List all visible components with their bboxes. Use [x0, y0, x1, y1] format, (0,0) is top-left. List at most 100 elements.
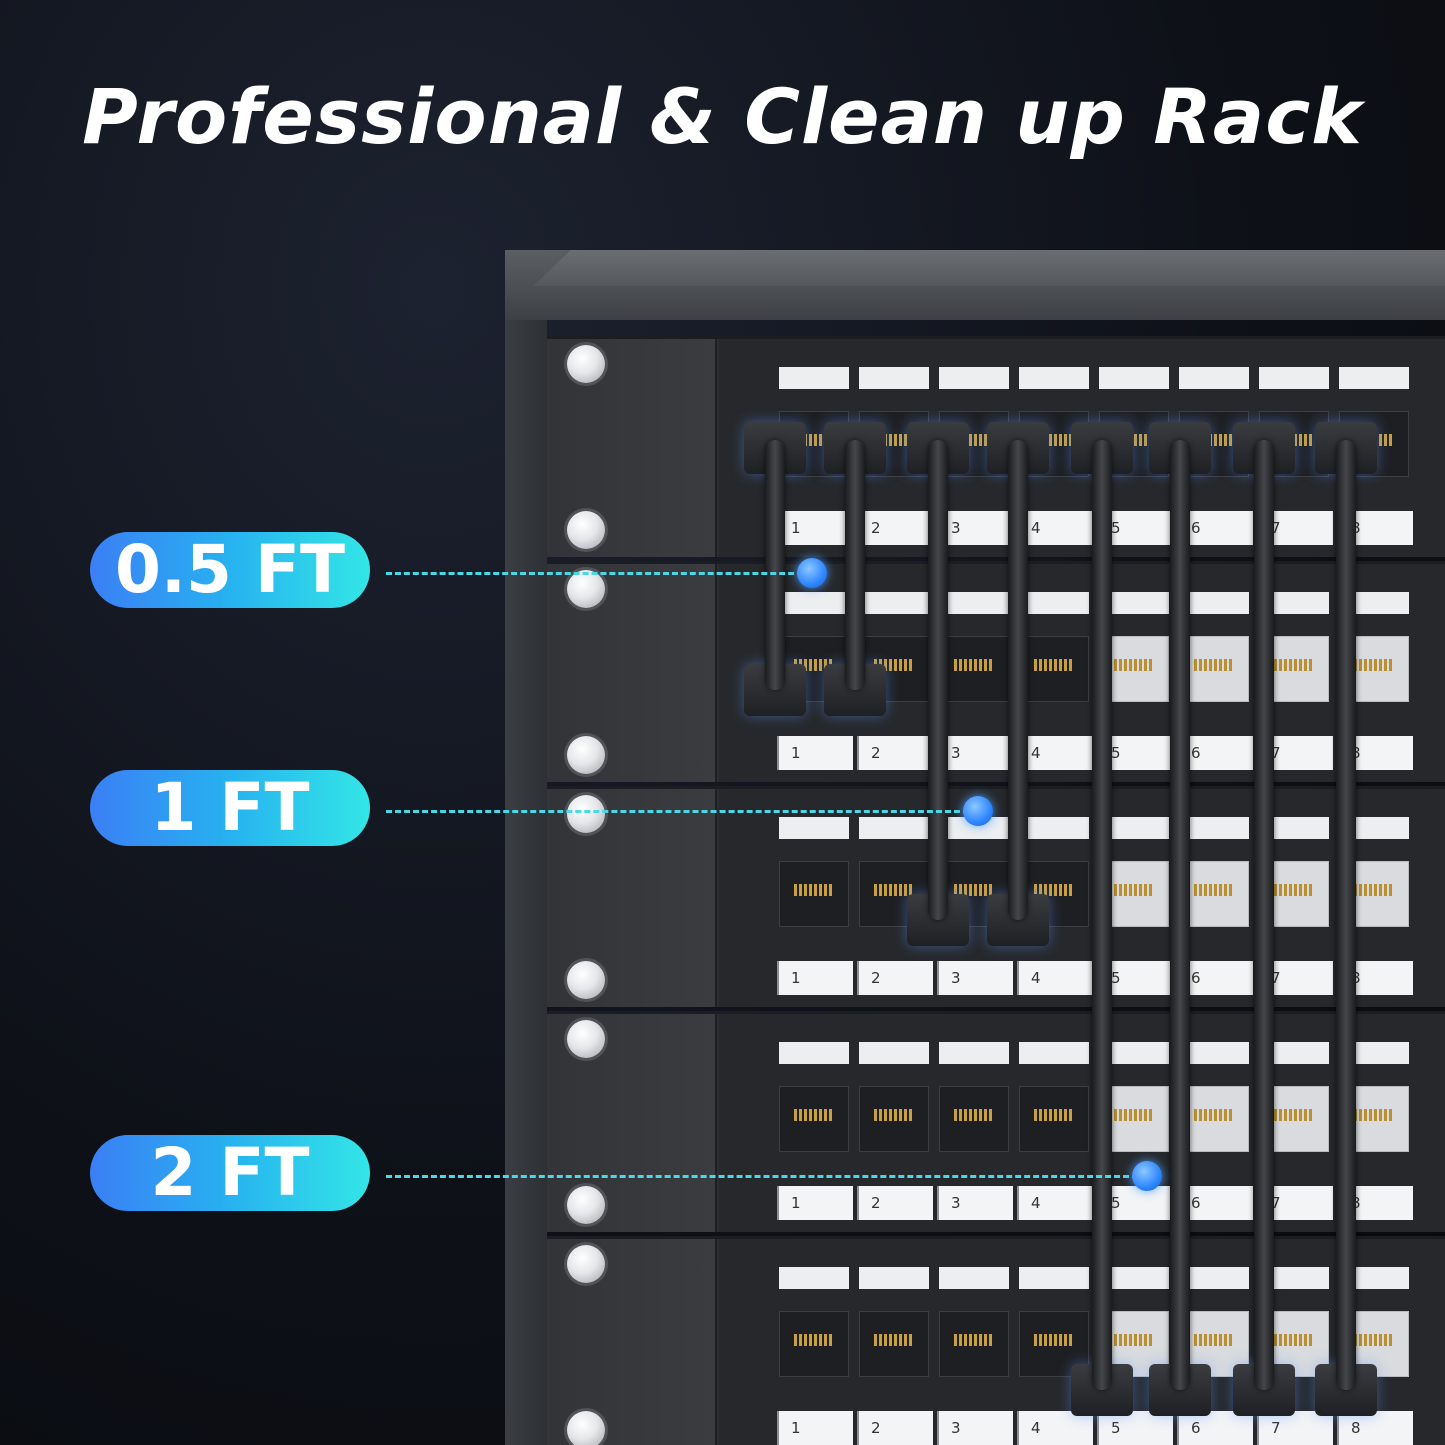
port-number: 1 [791, 744, 801, 762]
port-number: 3 [951, 1419, 961, 1437]
leader-line [386, 810, 978, 813]
patch-panel: 123456789 [547, 561, 1445, 782]
jack-pins [1194, 1334, 1234, 1346]
port-label-strip [1179, 817, 1249, 839]
port-label-strip [779, 1042, 849, 1064]
port-number-strip: 8 [1337, 1411, 1413, 1445]
port-label-strip [1099, 367, 1169, 389]
port-label-strip [1259, 367, 1329, 389]
jack-pins [1274, 884, 1314, 896]
port-label-strip [779, 817, 849, 839]
port-label-strip [1019, 817, 1089, 839]
patch-cable [1170, 440, 1190, 1390]
port-number-strip: 3 [937, 736, 1013, 770]
rj45-jack[interactable] [779, 1086, 849, 1152]
port-number: 6 [1191, 969, 1201, 987]
port-number: 7 [1271, 1419, 1281, 1437]
rj45-jack[interactable] [1179, 1086, 1249, 1152]
port-number: 6 [1191, 1194, 1201, 1212]
port-label-strip [939, 817, 1009, 839]
jack-pins [1354, 1109, 1394, 1121]
port-number: 6 [1191, 744, 1201, 762]
port-label-strip [1259, 592, 1329, 614]
rack-screw-icon [567, 1020, 605, 1058]
rack-screw-icon [567, 961, 605, 999]
port-label-strip [1339, 367, 1409, 389]
port-number-strip: 4 [1017, 511, 1093, 545]
jack-pins [954, 884, 994, 896]
port-label-strip [1259, 817, 1329, 839]
port-number: 7 [1271, 969, 1281, 987]
port-number: 2 [871, 1194, 881, 1212]
port-number: 4 [1031, 519, 1041, 537]
port-label-strip [1179, 1267, 1249, 1289]
jack-pins [1034, 659, 1074, 671]
rj45-jack[interactable] [1019, 1086, 1089, 1152]
port-number-strip: 4 [1017, 1411, 1093, 1445]
port-label-strip [1019, 367, 1089, 389]
port-number-strip: 2 [857, 1186, 933, 1220]
jack-pins [874, 1109, 914, 1121]
port-number: 5 [1111, 969, 1121, 987]
port-label-strip [779, 367, 849, 389]
port-label-strip [779, 1267, 849, 1289]
port-number: 4 [1031, 744, 1041, 762]
port-number-strip: 7 [1257, 1411, 1333, 1445]
port-label-strip [1099, 1042, 1169, 1064]
jack-pins [1034, 1109, 1074, 1121]
rj45-jack[interactable] [939, 1086, 1009, 1152]
panel-ear [547, 1014, 717, 1232]
rj45-jack[interactable] [859, 1311, 929, 1377]
port-number-strip: 3 [937, 511, 1013, 545]
rj45-jack[interactable] [779, 861, 849, 927]
patch-cable [1336, 440, 1356, 1390]
patch-cable [765, 440, 785, 690]
port-label-strip [1179, 367, 1249, 389]
panel-ear [547, 1239, 717, 1445]
port-number: 7 [1271, 744, 1281, 762]
port-label-strip [939, 1267, 1009, 1289]
port-number-strip: 1 [777, 736, 853, 770]
port-number: 1 [791, 1419, 801, 1437]
port-number-strip: 4 [1017, 736, 1093, 770]
jack-pins [794, 1109, 834, 1121]
panel-ear [547, 339, 717, 557]
rj45-jack[interactable] [1019, 636, 1089, 702]
jack-pins [1114, 1334, 1154, 1346]
port-number-strip: 3 [937, 961, 1013, 995]
rj45-jack[interactable] [1179, 636, 1249, 702]
rj45-jack[interactable] [859, 1086, 929, 1152]
rj45-jack[interactable] [1179, 861, 1249, 927]
port-label-strip [939, 367, 1009, 389]
port-label-strip [1019, 1267, 1089, 1289]
port-label-strip [1099, 817, 1169, 839]
port-area: 123456789 [719, 564, 1445, 782]
patch-panel-rack: 1234567891234567891234567891234567891234… [505, 250, 1445, 1445]
jack-pins [1114, 884, 1154, 896]
jack-pins [1274, 1334, 1314, 1346]
port-number: 1 [791, 969, 801, 987]
port-number: 4 [1031, 1194, 1041, 1212]
jack-pins [1274, 1109, 1314, 1121]
patch-panel: 123456789 [547, 1011, 1445, 1232]
rack-screw-icon [567, 1411, 605, 1445]
rack-screw-icon [567, 795, 605, 833]
port-number: 2 [871, 969, 881, 987]
jack-pins [874, 1334, 914, 1346]
port-number: 2 [871, 744, 881, 762]
jack-pins [954, 659, 994, 671]
rj45-jack[interactable] [939, 1311, 1009, 1377]
port-number-strip: 5 [1097, 1411, 1173, 1445]
rj45-jack[interactable] [779, 1311, 849, 1377]
jack-pins [1114, 659, 1154, 671]
patch-cable [928, 440, 948, 920]
port-label-strip [779, 592, 849, 614]
port-number-strip: 4 [1017, 961, 1093, 995]
jack-pins [1114, 1109, 1154, 1121]
port-number-strip: 2 [857, 511, 933, 545]
port-number: 3 [951, 1194, 961, 1212]
patch-panel: 123456789 [547, 1236, 1445, 1445]
port-number: 5 [1111, 519, 1121, 537]
length-badge: 2 FT [90, 1135, 370, 1211]
rj45-jack[interactable] [939, 636, 1009, 702]
